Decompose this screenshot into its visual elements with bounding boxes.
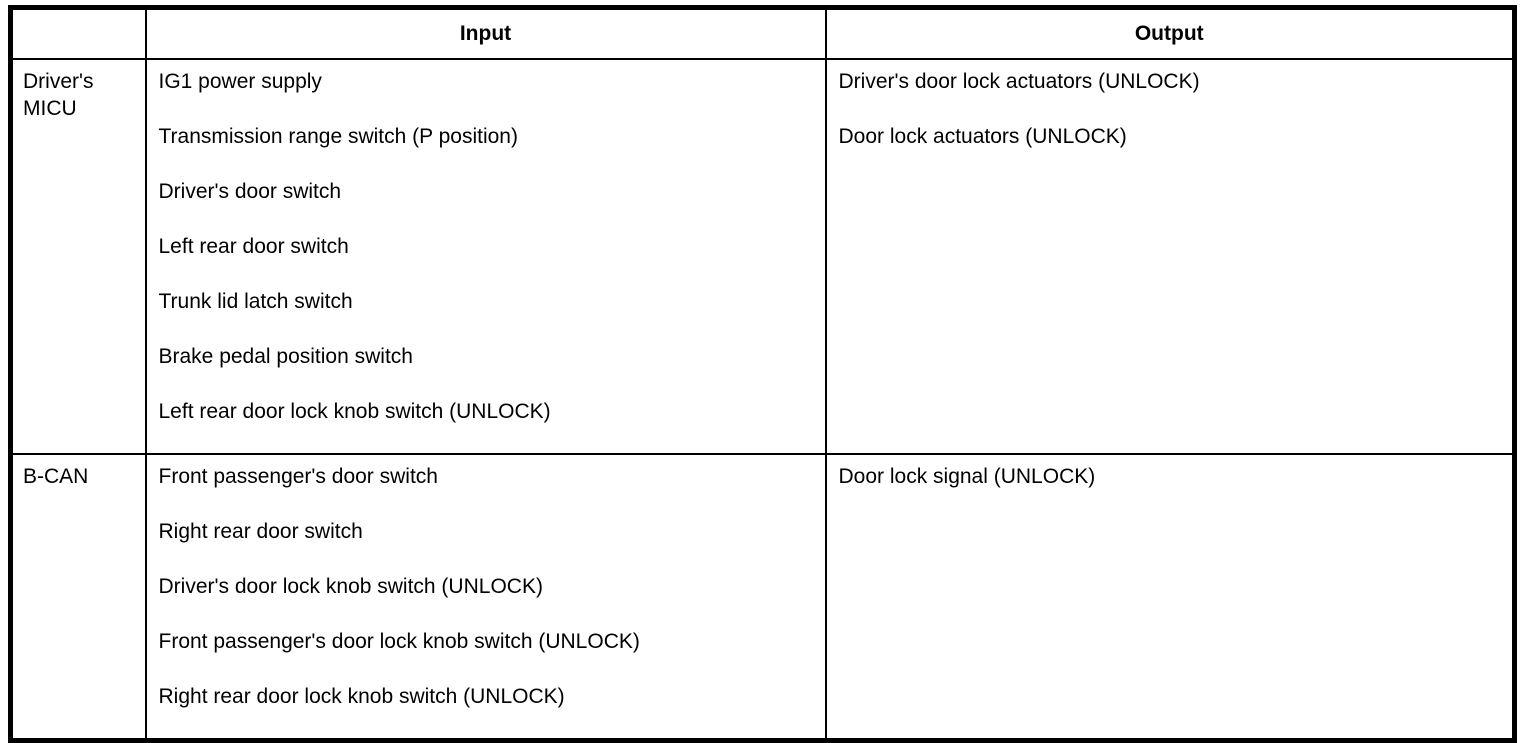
header-row: Input Output xyxy=(9,6,1516,60)
source-cell: Driver's MICU xyxy=(9,58,147,455)
input-item: Brake pedal position switch xyxy=(158,345,413,368)
input-header: Input xyxy=(144,6,827,60)
input-item: IG1 power supply xyxy=(158,70,322,93)
input-item: Driver's door lock knob switch (UNLOCK) xyxy=(158,575,543,598)
input-item: Right rear door switch xyxy=(158,520,363,543)
table-row-b-can: B-CAN Front passenger's door switch Righ… xyxy=(9,453,1516,742)
source-header-cell xyxy=(9,6,147,60)
output-item: Door lock signal (UNLOCK) xyxy=(838,465,1096,488)
input-item: Transmission range switch (P position) xyxy=(158,125,518,148)
output-cell: Driver's door lock actuators (UNLOCK) Do… xyxy=(824,58,1516,455)
table-row-drivers-micu: Driver's MICU IG1 power supply Transmiss… xyxy=(9,58,1516,455)
input-item: Trunk lid latch switch xyxy=(158,290,353,313)
input-cell: IG1 power supply Transmission range swit… xyxy=(144,58,827,455)
output-item: Driver's door lock actuators (UNLOCK) xyxy=(838,70,1200,93)
output-cell: Door lock signal (UNLOCK) xyxy=(824,453,1516,742)
input-item: Front passenger's door lock knob switch … xyxy=(158,630,640,653)
input-output-table: Input Output Driver's MICU IG1 power sup… xyxy=(8,5,1517,743)
source-cell: B-CAN xyxy=(9,453,147,742)
io-table-container: Input Output Driver's MICU IG1 power sup… xyxy=(8,5,1517,743)
input-item: Left rear door switch xyxy=(158,235,349,258)
output-header: Output xyxy=(824,6,1516,60)
input-cell: Front passenger's door switch Right rear… xyxy=(144,453,827,742)
output-item: Door lock actuators (UNLOCK) xyxy=(838,125,1127,148)
input-item: Front passenger's door switch xyxy=(158,465,438,488)
input-item: Left rear door lock knob switch (UNLOCK) xyxy=(158,400,551,423)
input-item: Right rear door lock knob switch (UNLOCK… xyxy=(158,685,565,708)
input-item: Driver's door switch xyxy=(158,180,342,203)
